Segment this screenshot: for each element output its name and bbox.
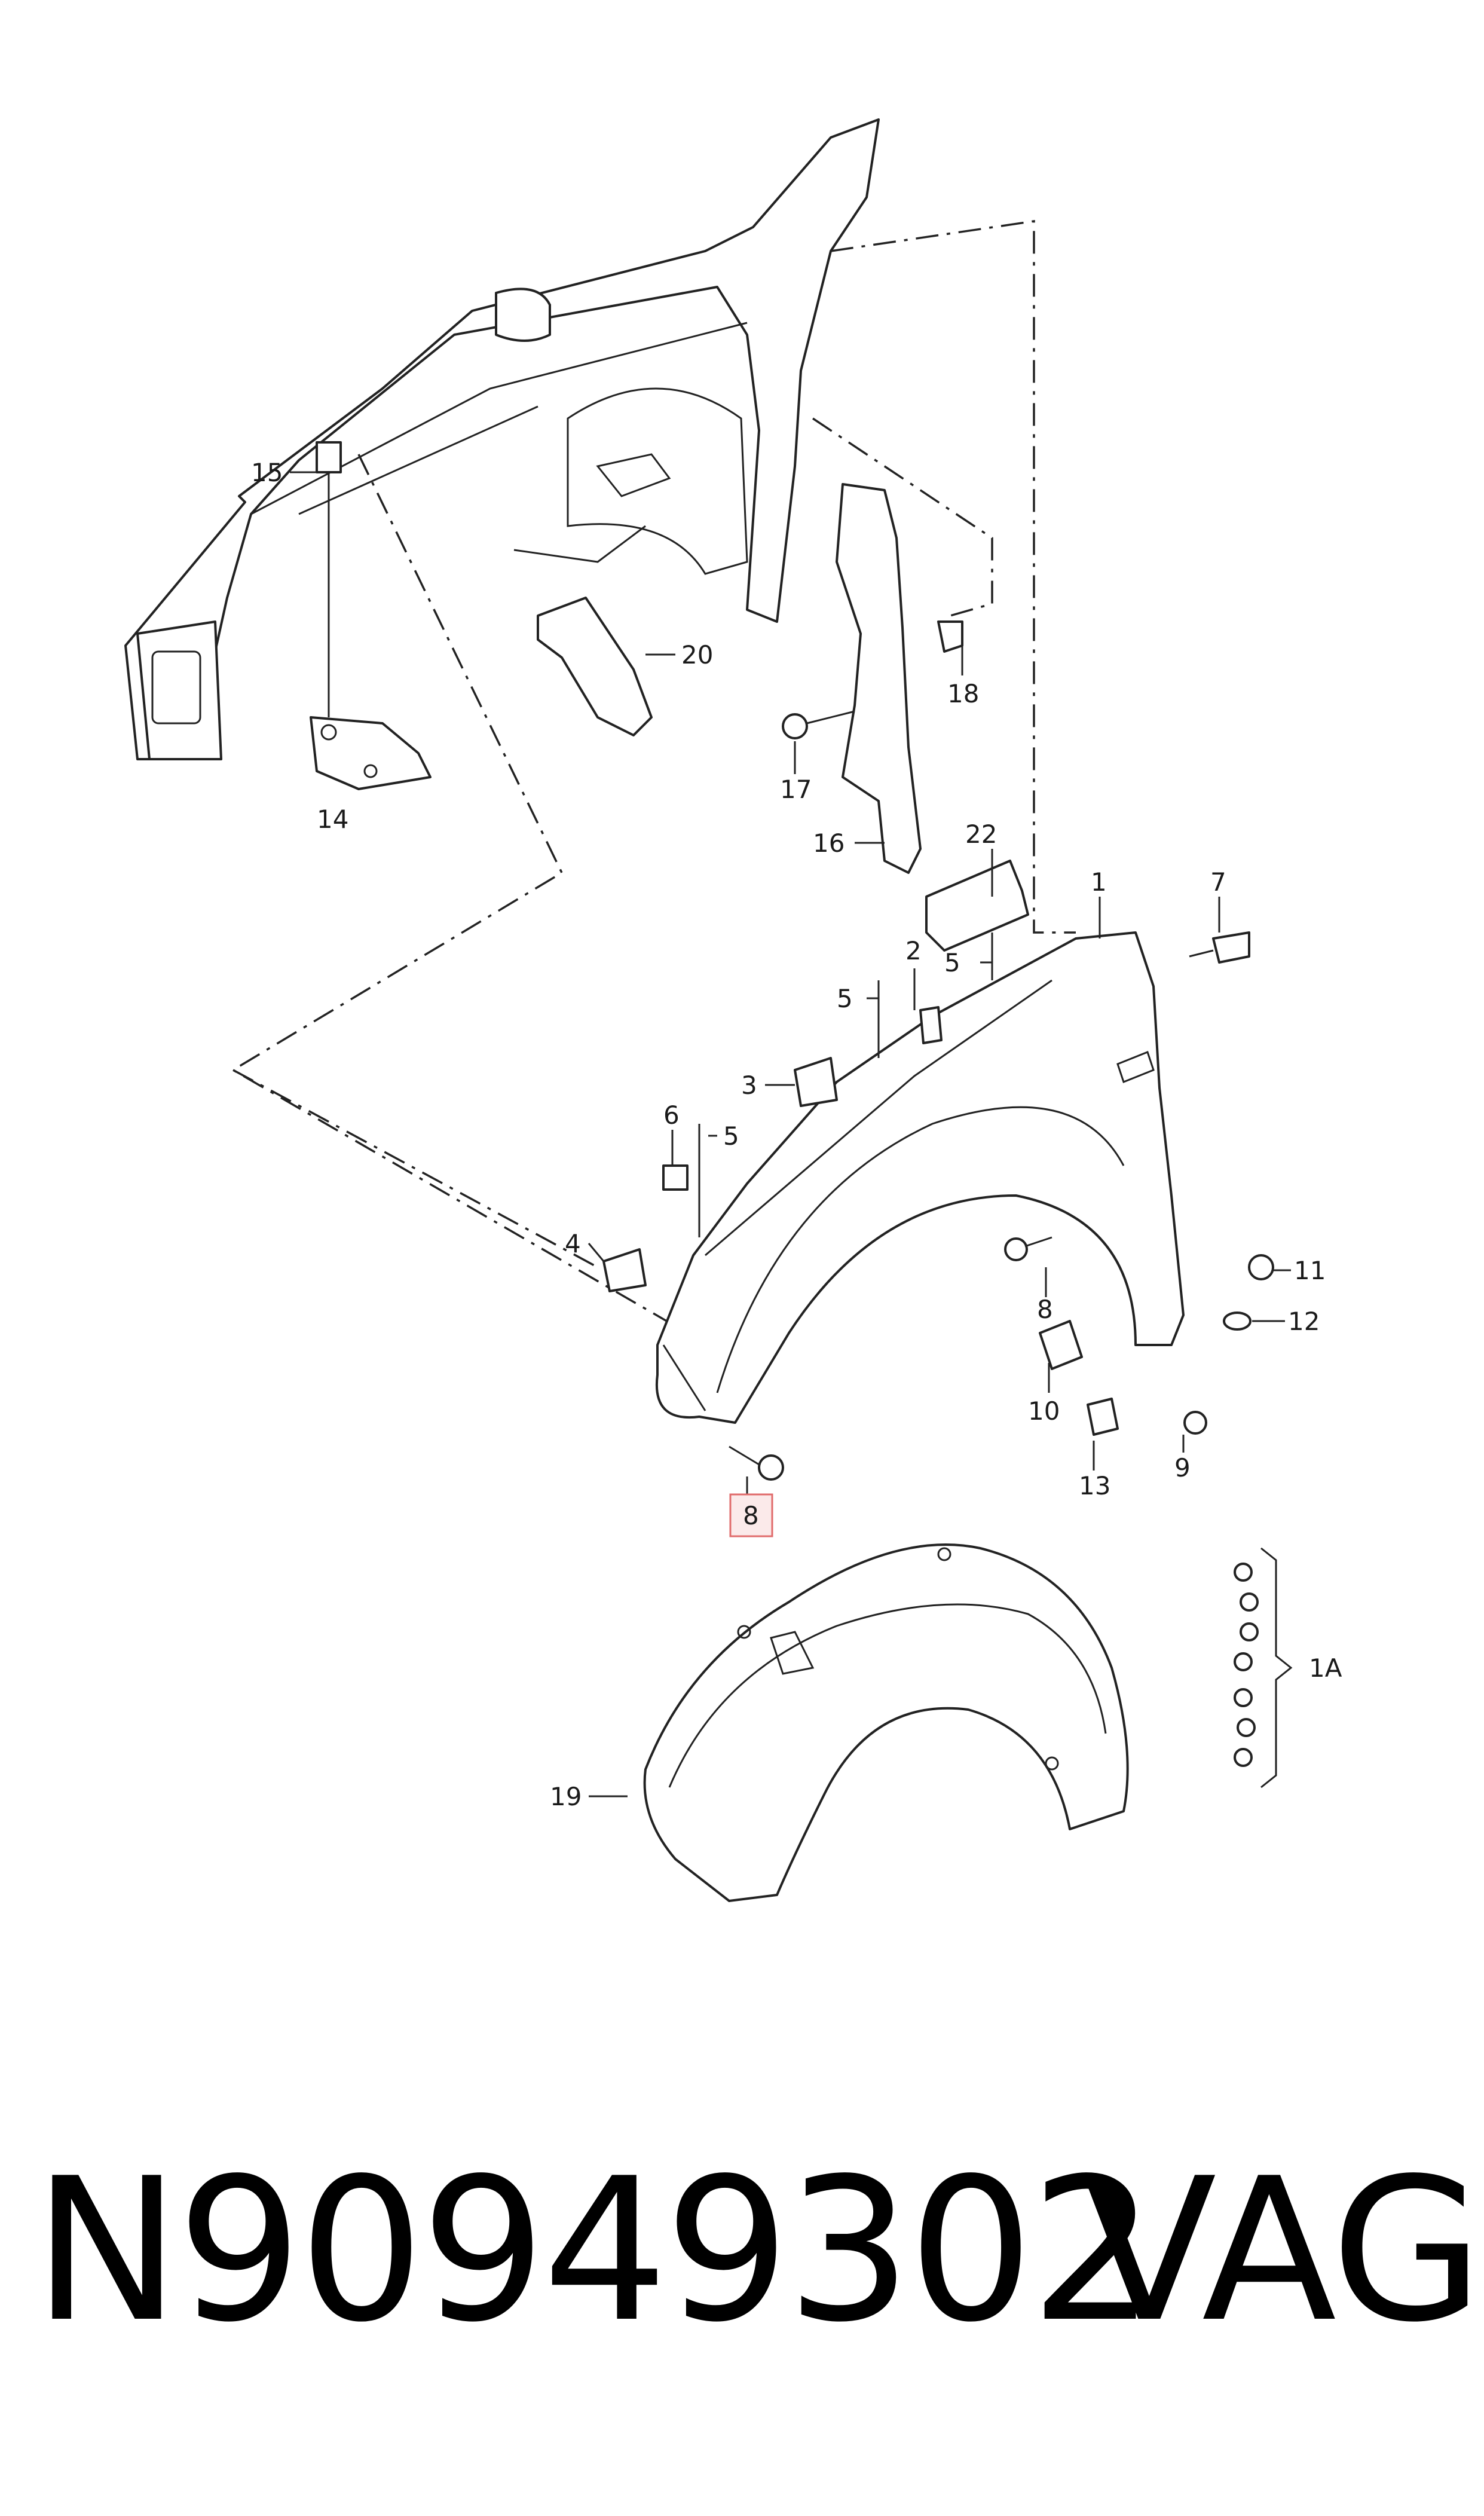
screw-8-lower [729, 1445, 784, 1481]
callout-7: 7 [1210, 867, 1226, 897]
screw-7 [1212, 931, 1250, 964]
callout-17: 17 [780, 775, 812, 804]
callout-11: 11 [1294, 1256, 1326, 1285]
clip-10 [1039, 1320, 1083, 1370]
highlight-box [729, 1493, 773, 1537]
part-number: N90949302 [33, 2136, 1156, 2365]
callout-2: 2 [905, 936, 922, 965]
clip-18 [937, 620, 963, 653]
callout-5a: 5 [944, 948, 960, 977]
bracket-4 [602, 1248, 647, 1292]
fender-1 [655, 931, 1185, 1424]
screw-11 [1248, 1254, 1274, 1280]
callout-8-highlighted: 8 [743, 1501, 759, 1530]
callout-1a: 1A [1309, 1653, 1342, 1683]
reinforcement-20 [537, 597, 653, 736]
callout-14: 14 [317, 805, 348, 834]
callout-19: 19 [550, 1782, 582, 1811]
fender-hardware [602, 931, 1274, 1436]
callout-20: 20 [681, 640, 713, 669]
reinforcement-16 [836, 483, 922, 874]
callout-3: 3 [741, 1071, 757, 1100]
wheel-liner-19 [643, 1543, 1129, 1902]
leader-lines [290, 471, 1291, 1797]
screw-17 [782, 710, 855, 739]
callout-labels: 15 20 18 17 14 16 22 1 7 2 5 5 3 6 5 4 8… [251, 458, 1342, 1811]
callout-1: 1 [1091, 867, 1107, 897]
hardware-kit-1a [1234, 1547, 1293, 1789]
callout-6: 6 [663, 1100, 680, 1130]
callout-16: 16 [813, 829, 844, 858]
body-frame-structure [124, 118, 880, 760]
callout-22: 22 [965, 820, 997, 849]
brand-name: VAG [1082, 2136, 1483, 2365]
callout-8-upper: 8 [1037, 1295, 1053, 1324]
callout-5c: 5 [723, 1121, 739, 1151]
screw-9 [1183, 1411, 1207, 1435]
bolt-6 [662, 1164, 689, 1191]
clip-2 [919, 1006, 943, 1044]
bracket-14 [310, 716, 432, 790]
callout-18: 18 [947, 679, 979, 708]
assembly-guide-lines [231, 219, 1076, 1334]
bracket-3 [794, 1057, 838, 1107]
screw-8-upper [1004, 1237, 1028, 1261]
callout-13: 13 [1079, 1471, 1110, 1500]
nut-13 [1087, 1398, 1119, 1436]
callout-9: 9 [1174, 1453, 1191, 1482]
buffer-22 [925, 860, 1029, 952]
callout-12: 12 [1288, 1307, 1320, 1336]
callout-5b: 5 [837, 984, 853, 1013]
washer-12 [1223, 1312, 1252, 1331]
callout-4: 4 [565, 1229, 581, 1258]
screw-15 [316, 441, 342, 717]
callout-10: 10 [1028, 1396, 1060, 1426]
callout-15: 15 [251, 458, 283, 487]
parts-diagram: 15 20 18 17 14 16 22 1 7 2 5 5 3 6 5 4 8… [124, 118, 1342, 1902]
